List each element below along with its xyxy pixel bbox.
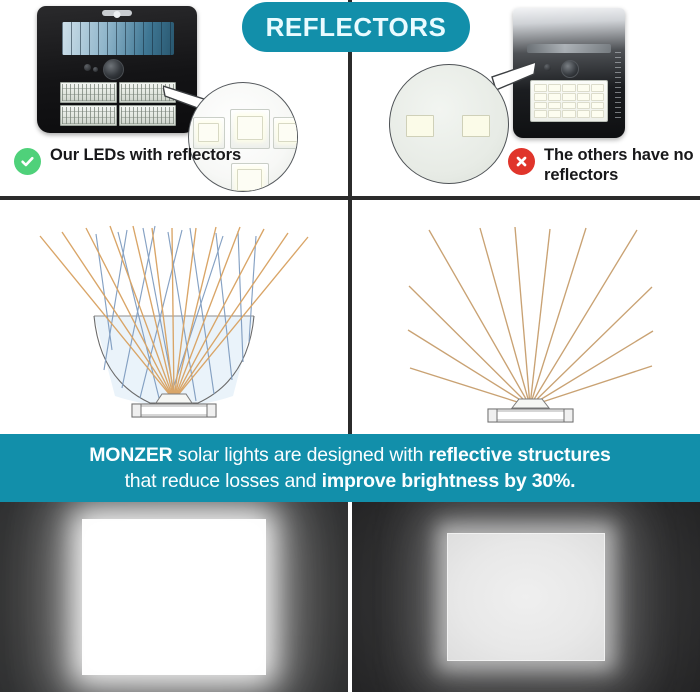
vertical-divider — [348, 0, 352, 434]
led-dot-icon — [534, 92, 548, 101]
led-dot-icon — [548, 110, 562, 118]
led-dot-icon — [562, 110, 576, 118]
flat-led-panel — [530, 80, 608, 122]
led-chip-icon — [462, 115, 490, 137]
label-our-leds: Our LEDs with reflectors — [14, 146, 241, 175]
label-others-text: The others have no reflectors — [544, 146, 694, 184]
beam-diagram-with-reflector — [39, 225, 309, 418]
marketing-banner: MONZER solar lights are designed with re… — [0, 434, 700, 502]
solar-light-device-icon — [37, 6, 197, 133]
magnifier-circle-reflector-leds — [188, 82, 298, 192]
page-title: REFLECTORS — [265, 11, 447, 42]
panel-beam-without-reflector — [352, 200, 700, 434]
led-dot-icon — [576, 84, 590, 92]
banner-line-2-bold: improve brightness by 30%. — [321, 470, 576, 492]
magnifier-circle-flat-leds — [389, 64, 509, 184]
led-dot-icon — [534, 110, 548, 118]
light-sensor-icon — [544, 64, 551, 71]
beam-diagram-without-reflector — [407, 226, 654, 423]
banner-line-1: MONZER solar lights are designed with re… — [89, 442, 611, 468]
motion-sensor-icon — [103, 59, 124, 80]
banner-line-2: that reduce losses and improve brightnes… — [125, 468, 576, 494]
dim-glow-icon — [447, 533, 605, 661]
horizontal-divider — [0, 196, 700, 200]
led-dot-icon — [534, 84, 548, 92]
led-chip-icon — [406, 115, 434, 137]
banner-line-2-start: that reduce losses and — [124, 470, 322, 492]
check-circle-icon — [14, 148, 41, 175]
led-chip-icon — [237, 116, 263, 140]
label-our-leds-text: Our LEDs with reflectors — [50, 146, 242, 164]
bright-glow-icon — [96, 533, 252, 661]
motion-sensor-icon — [561, 60, 579, 78]
led-dot-icon — [576, 101, 590, 110]
light-output-comparison — [0, 502, 700, 692]
led-dot-icon — [548, 101, 562, 110]
brand-name: MONZER — [89, 443, 173, 466]
banner-line-1-bold: reflective structures — [428, 443, 611, 466]
dim-light-output — [352, 502, 700, 692]
bottom-divider — [348, 502, 352, 692]
led-block — [60, 82, 117, 103]
led-dot-icon — [548, 84, 562, 92]
led-chip-icon — [198, 123, 219, 142]
device-hook-icon — [102, 10, 132, 16]
solar-panel-icon — [62, 22, 174, 55]
page-title-pill: REFLECTORS — [242, 2, 470, 52]
led-dot-icon — [548, 92, 562, 101]
magnifier-pointer-icon — [163, 85, 207, 110]
led-dot-icon — [562, 92, 576, 101]
competitor-light-device-icon — [513, 8, 625, 138]
magnifier-pointer-icon — [491, 61, 536, 90]
cross-circle-icon — [508, 148, 535, 175]
led-dot-icon — [576, 110, 590, 118]
led-chip-icon — [237, 169, 262, 191]
label-others: The others have no reflectors — [508, 146, 700, 186]
secondary-sensor-icon — [93, 67, 98, 72]
device-top-strip-icon — [527, 44, 611, 53]
led-block — [119, 105, 176, 126]
light-sensor-icon — [84, 64, 91, 71]
led-block — [60, 105, 117, 126]
led-dot-icon — [590, 101, 604, 110]
banner-line-1-mid: solar lights are designed with — [172, 443, 429, 466]
led-dot-icon — [590, 92, 604, 101]
led-chip-icon — [278, 123, 297, 142]
led-dot-icon — [562, 101, 576, 110]
bright-light-output — [0, 502, 348, 692]
panel-beam-with-reflector — [0, 200, 348, 434]
device-vents-icon — [615, 48, 621, 118]
led-dot-icon — [534, 101, 548, 110]
led-dot-icon — [590, 84, 604, 92]
led-dot-icon — [576, 92, 590, 101]
led-dot-icon — [562, 84, 576, 92]
led-grid — [60, 82, 176, 126]
led-dot-icon — [590, 110, 604, 118]
